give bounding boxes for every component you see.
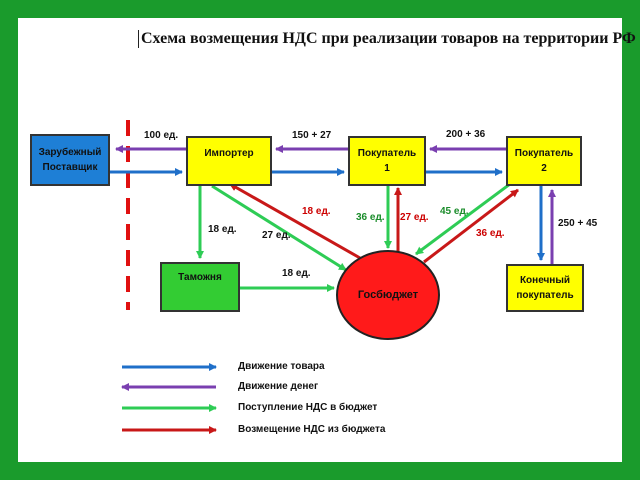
label-importer-buyer1: 150 + 27 bbox=[292, 130, 332, 141]
node-importer-label: Импортер bbox=[204, 148, 254, 159]
node-foreign-supplier-line1: Зарубежный bbox=[38, 147, 102, 158]
arrow-refund-budget-importer bbox=[229, 182, 361, 260]
diagram-title: Схема возмещения НДС при реализации това… bbox=[138, 30, 636, 48]
label-buyer2-budget-green: 45 ед. bbox=[440, 206, 469, 217]
node-buyer-1-line2: 1 bbox=[384, 163, 390, 174]
node-final-buyer-line2: покупатель bbox=[516, 290, 574, 301]
label-buyer1-budget-green: 36 ед. bbox=[356, 212, 385, 223]
label-importer-customs: 18 ед. bbox=[208, 224, 237, 235]
legend-money-movement: Движение денег bbox=[238, 381, 319, 392]
node-customs-label: Таможня bbox=[178, 272, 222, 283]
node-foreign-supplier-line2: Поставщик bbox=[42, 162, 98, 173]
label-buyer1-buyer2: 200 + 36 bbox=[446, 129, 486, 140]
node-customs: Таможня bbox=[160, 262, 240, 312]
node-state-budget-label: Госбюджет bbox=[357, 289, 419, 301]
label-customs-budget: 18 ед. bbox=[282, 268, 311, 279]
arrow-vat-importer-budget bbox=[211, 184, 347, 272]
node-buyer-1: Покупатель 1 bbox=[348, 136, 426, 186]
label-supplier-importer: 100 ед. bbox=[144, 130, 179, 141]
legend-goods-movement: Движение товара bbox=[238, 361, 325, 372]
label-buyer2-final: 250 + 45 bbox=[558, 218, 598, 229]
node-foreign-supplier: Зарубежный Поставщик bbox=[30, 134, 110, 186]
node-buyer-2-line1: Покупатель bbox=[514, 148, 574, 159]
node-importer: Импортер bbox=[186, 136, 272, 186]
arrow-refund-budget-buyer2 bbox=[423, 188, 519, 264]
node-final-buyer: Конечный покупатель bbox=[506, 264, 584, 312]
node-final-buyer-line1: Конечный bbox=[519, 275, 571, 286]
label-budget-buyer2-red: 36 ед. bbox=[476, 228, 505, 239]
node-state-budget: Госбюджет bbox=[336, 250, 440, 340]
label-budget-importer-red: 18 ед. bbox=[302, 206, 331, 217]
label-importer-budget-green: 27 ед. bbox=[262, 230, 291, 241]
legend-vat-refund: Возмещение НДС из бюджета bbox=[238, 424, 386, 435]
node-buyer-2-line2: 2 bbox=[541, 163, 547, 174]
node-buyer-1-line1: Покупатель bbox=[357, 148, 417, 159]
legend-vat-to-budget: Поступление НДС в бюджет bbox=[238, 402, 378, 413]
node-buyer-2: Покупатель 2 bbox=[506, 136, 582, 186]
arrow-vat-buyer2-budget bbox=[415, 182, 511, 256]
slide-frame-inner bbox=[18, 18, 622, 462]
label-budget-buyer1-red: 27 ед. bbox=[400, 212, 429, 223]
